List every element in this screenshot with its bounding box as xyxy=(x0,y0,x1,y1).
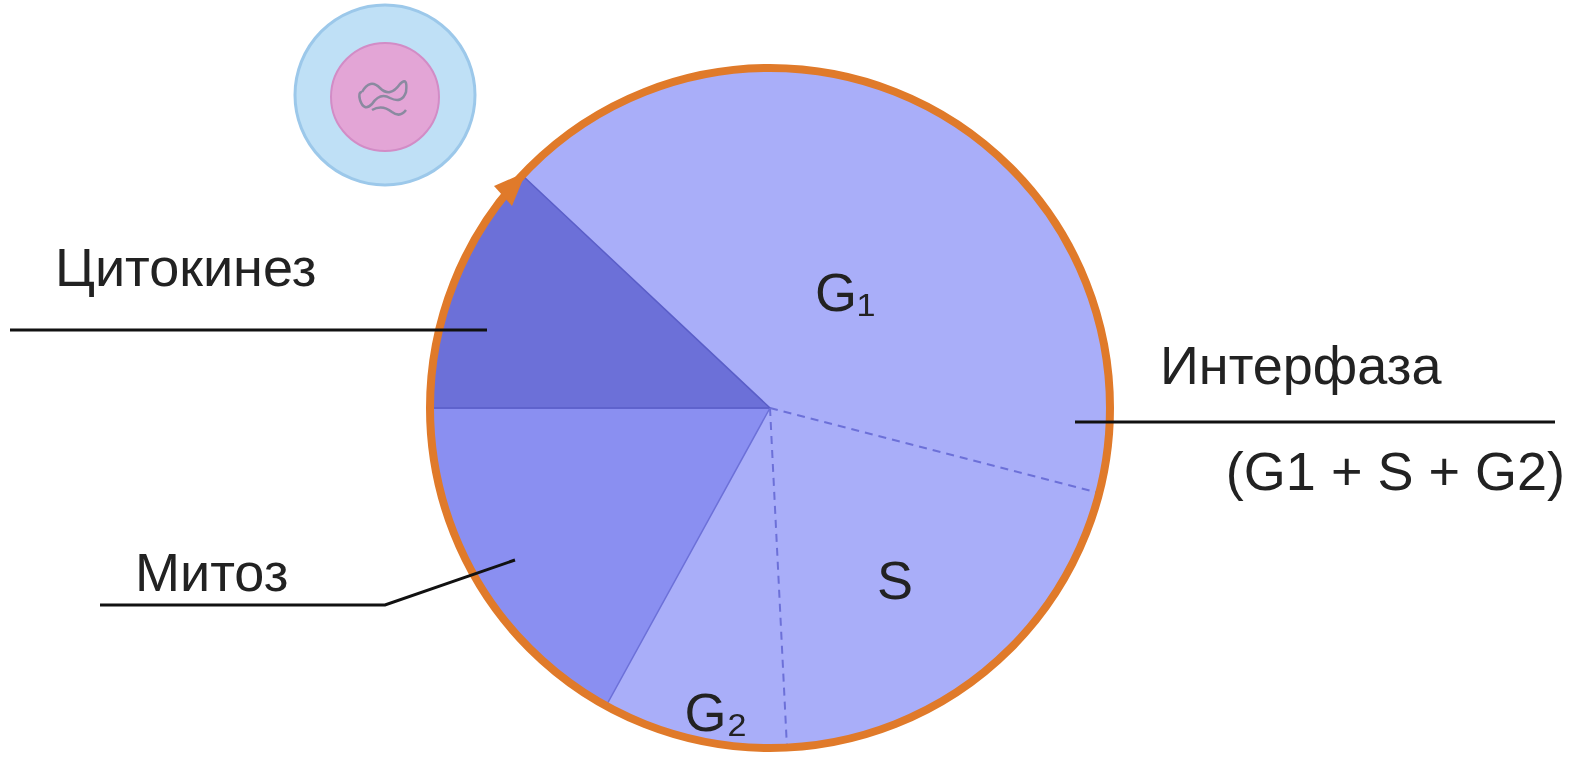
cycle-ring xyxy=(430,68,1110,748)
sector-label: G₂ xyxy=(685,685,748,739)
phase-divider xyxy=(770,408,1099,493)
cell-nucleus xyxy=(331,43,439,151)
phase-label: Цитокинез xyxy=(55,240,316,294)
cytokinesis-sector xyxy=(430,175,770,408)
phase-formula: (G1 + S + G2) xyxy=(1226,444,1565,498)
sector-label: S xyxy=(877,553,913,607)
leader-line xyxy=(10,329,487,332)
phase-divider xyxy=(770,408,787,748)
chromatin xyxy=(359,81,406,114)
sector-label: G₁ xyxy=(815,265,875,319)
phase-label: Митоз xyxy=(135,545,288,599)
cycle-arrowhead xyxy=(494,172,526,206)
phase-label: Интерфаза xyxy=(1160,338,1441,392)
mitosis-sector xyxy=(430,408,770,706)
cell-body xyxy=(295,5,475,185)
leader-line xyxy=(1075,421,1555,424)
